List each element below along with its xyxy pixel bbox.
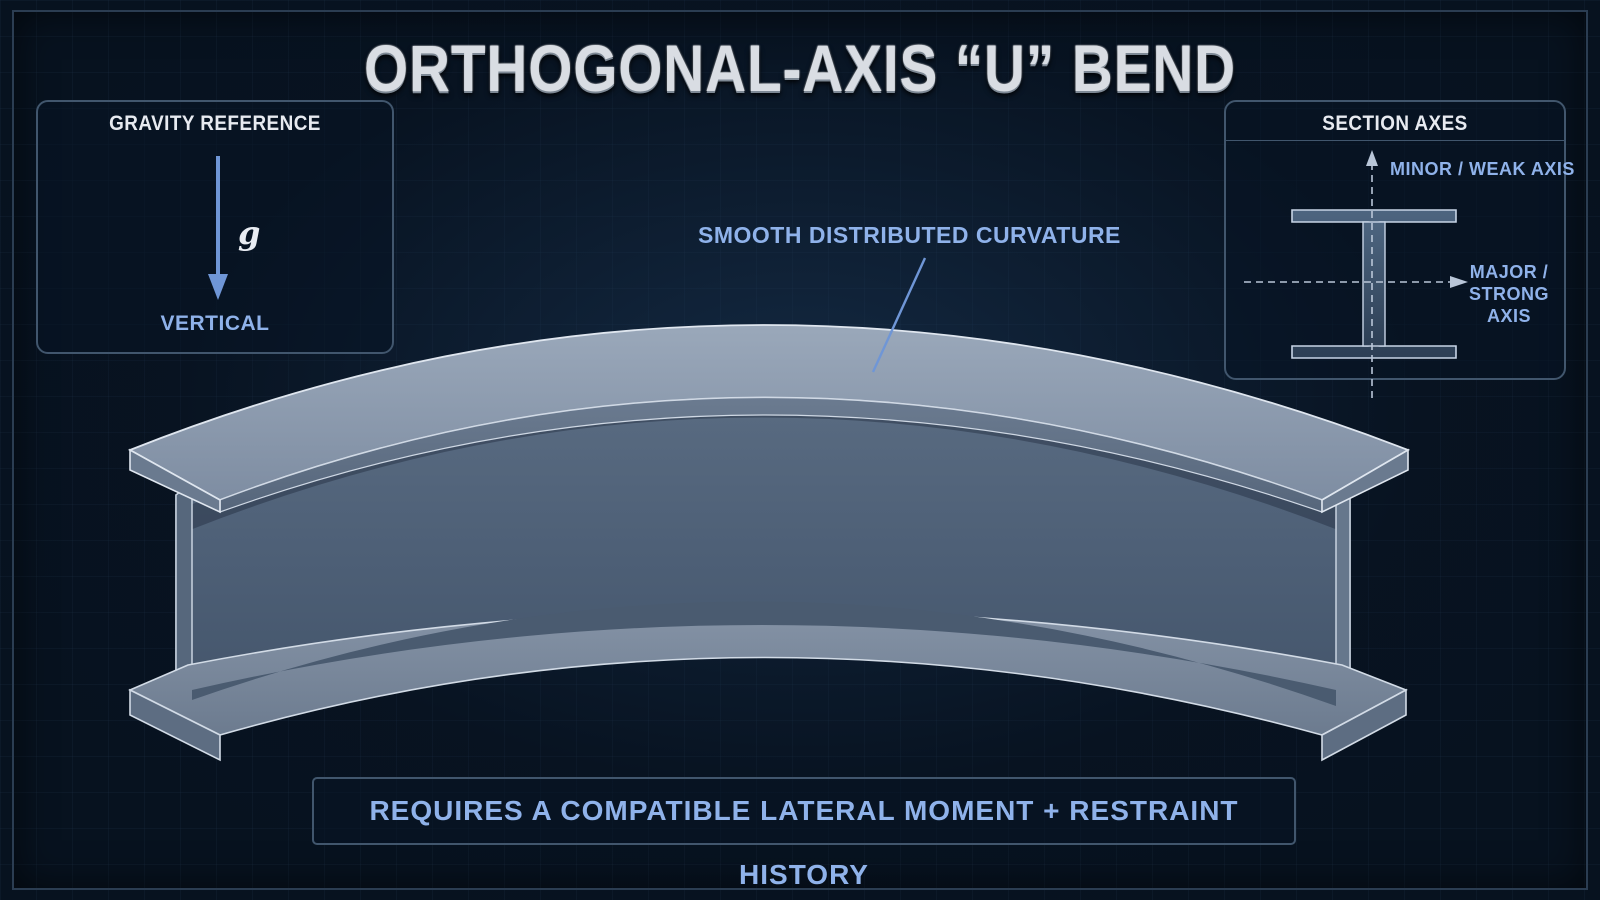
major-axis-line (1244, 276, 1468, 288)
requirement-note-box: REQUIRES A COMPATIBLE LATERAL MOMENT + R… (312, 777, 1296, 890)
major-axis-label: MAJOR / STRONG AXIS (1468, 262, 1549, 326)
gravity-panel-heading: GRAVITY REFERENCE (109, 112, 321, 135)
beam-top-flange-end-right (1321, 448, 1409, 514)
beam-bottom-flange-face (129, 688, 221, 762)
section-axes-panel: SECTION AXES (1224, 100, 1566, 380)
beam-web-lower (192, 601, 1336, 706)
gravity-arrow-icon (208, 156, 228, 300)
minor-axis-line (1366, 150, 1378, 398)
axes-panel-heading: SECTION AXES (1322, 112, 1468, 135)
beam-bottom-flange-face-right (1321, 688, 1407, 762)
callout-leader-line (871, 257, 927, 373)
gravity-symbol: g (238, 214, 261, 252)
gravity-reference-panel: GRAVITY REFERENCE g VERTICAL (36, 100, 394, 354)
vertical-label: VERTICAL (160, 312, 270, 335)
minor-axis-label: MINOR / WEAK AXIS (1390, 159, 1575, 179)
curvature-callout-label: SMOOTH DISTRIBUTED CURVATURE (698, 222, 1121, 248)
page-title: ORTHOGONAL-AXIS “U” BEND (363, 31, 1237, 105)
requirement-note-text: REQUIRES A COMPATIBLE LATERAL MOMENT + R… (369, 795, 1239, 890)
axes-panel-divider (1226, 140, 1564, 141)
beam-top-flange-end-left (129, 448, 221, 514)
